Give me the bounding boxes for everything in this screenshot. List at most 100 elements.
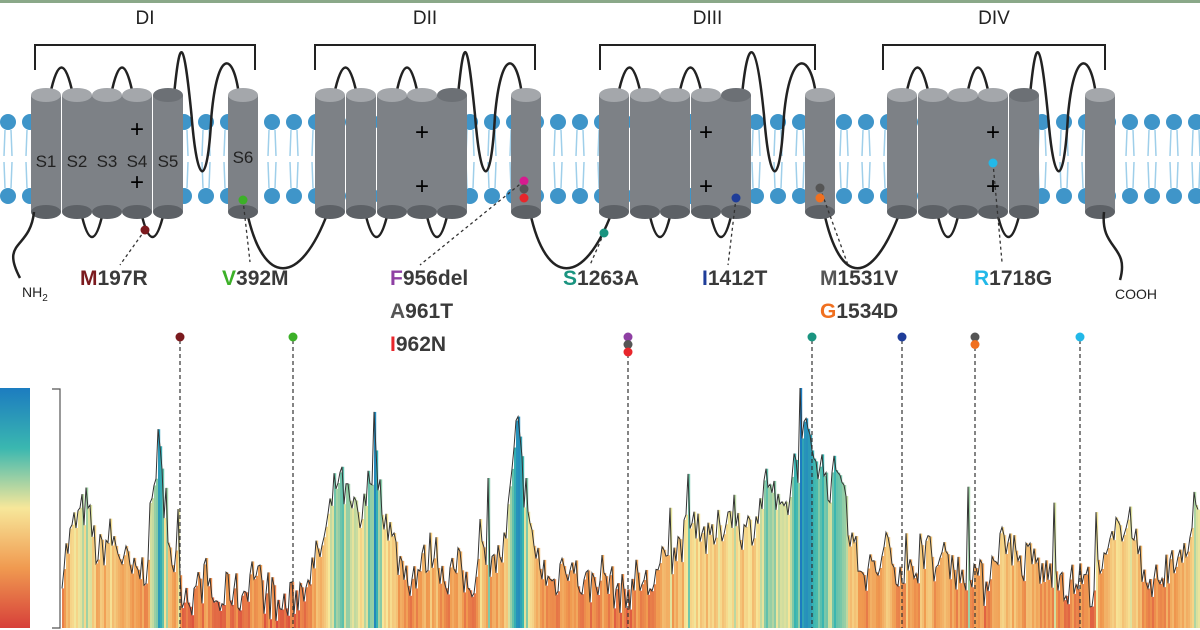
profile-bar bbox=[210, 578, 213, 628]
profile-bar bbox=[956, 589, 959, 628]
lipid-tail bbox=[839, 161, 849, 189]
domain-label: DII bbox=[413, 8, 437, 29]
profile-bar bbox=[330, 498, 333, 628]
profile-bar bbox=[68, 553, 71, 628]
profile-bar bbox=[1176, 566, 1179, 628]
helix-body bbox=[407, 95, 437, 212]
profile-bar bbox=[208, 586, 211, 628]
helix-top bbox=[62, 88, 92, 102]
mutation-position-change: 1531V bbox=[838, 267, 899, 290]
profile-bar bbox=[732, 528, 735, 628]
leader-line bbox=[992, 162, 1003, 263]
profile-bar bbox=[768, 487, 771, 628]
profile-bar bbox=[222, 603, 225, 628]
profile-bar bbox=[428, 570, 431, 628]
helix-body bbox=[948, 95, 978, 212]
profile-bar bbox=[178, 509, 181, 628]
helix-body bbox=[887, 95, 917, 212]
helix-s1 bbox=[315, 88, 345, 219]
profile-bar bbox=[452, 558, 455, 628]
profile-bar bbox=[1194, 491, 1197, 628]
intracellular-linker bbox=[528, 211, 614, 270]
profile-bars bbox=[62, 388, 1200, 628]
profile-bar bbox=[1138, 554, 1141, 628]
profile-bar bbox=[160, 446, 163, 628]
profile-bar bbox=[306, 587, 309, 628]
extracellular-loop bbox=[332, 51, 524, 238]
helix-body bbox=[660, 95, 690, 212]
intracellular-linker bbox=[245, 211, 330, 270]
profile-bar bbox=[1156, 564, 1159, 628]
profile-bar bbox=[880, 567, 883, 628]
profile-bar bbox=[652, 591, 655, 628]
profile-bar bbox=[766, 468, 769, 628]
profile-bar bbox=[434, 558, 437, 628]
lipid-head bbox=[792, 114, 808, 130]
profile-bar bbox=[364, 493, 367, 628]
profile-bar bbox=[528, 511, 531, 628]
profile-bar bbox=[156, 478, 159, 628]
profile-bar bbox=[596, 586, 599, 628]
lipid-head bbox=[1122, 114, 1138, 130]
profile-bar bbox=[130, 564, 133, 628]
profile-bar bbox=[1124, 534, 1127, 628]
profile-bar bbox=[232, 604, 235, 628]
lipid-tail bbox=[267, 161, 277, 189]
position-dot bbox=[288, 332, 298, 342]
mutation-site-marker bbox=[519, 176, 529, 186]
profile-bar bbox=[432, 567, 435, 628]
profile-bar bbox=[714, 544, 717, 628]
profile-bar bbox=[290, 582, 293, 628]
profile-bar bbox=[656, 569, 659, 628]
profile-bar bbox=[338, 483, 341, 628]
profile-bar bbox=[626, 607, 629, 628]
helix-body bbox=[918, 95, 948, 212]
mutation-label: I962N bbox=[390, 333, 446, 356]
helix-bottom bbox=[805, 205, 835, 219]
profile-bar bbox=[820, 466, 823, 628]
mutation-site-marker bbox=[815, 193, 825, 203]
lipid-head bbox=[792, 188, 808, 204]
helix-bottom bbox=[62, 205, 92, 219]
profile-bar bbox=[562, 558, 565, 628]
profile-bar bbox=[158, 429, 161, 628]
position-marker bbox=[623, 332, 633, 628]
profile-bar bbox=[1000, 533, 1003, 628]
profile-bar bbox=[1170, 559, 1173, 628]
profile-bar bbox=[132, 573, 135, 628]
profile-bar bbox=[602, 554, 605, 628]
profile-bar bbox=[230, 600, 233, 628]
helix-bottom bbox=[228, 205, 258, 219]
profile-bar bbox=[1016, 550, 1019, 628]
profile-bar bbox=[1064, 600, 1067, 628]
profile-bar bbox=[696, 538, 699, 628]
profile-bar bbox=[870, 554, 873, 628]
profile-bar bbox=[742, 549, 745, 628]
profile-bar bbox=[506, 538, 509, 628]
profile-bar bbox=[1174, 573, 1177, 628]
position-dot bbox=[1075, 332, 1085, 342]
profile-bar bbox=[422, 553, 425, 628]
helix-bottom bbox=[599, 205, 629, 219]
profile-bar bbox=[918, 583, 921, 628]
profile-bar bbox=[136, 566, 139, 628]
helix-top bbox=[122, 88, 152, 102]
helix-top bbox=[511, 88, 541, 102]
helix-bottom bbox=[887, 205, 917, 219]
profile-bar bbox=[830, 502, 833, 628]
profile-bar bbox=[1164, 587, 1167, 628]
helix-top bbox=[92, 88, 122, 102]
helix-body bbox=[1085, 95, 1115, 212]
profile-bar bbox=[772, 492, 775, 628]
profile-bar bbox=[304, 601, 307, 628]
profile-bar bbox=[446, 588, 449, 628]
profile-bar bbox=[386, 513, 389, 628]
profile-bar bbox=[128, 551, 131, 628]
helix-top bbox=[228, 88, 258, 102]
mutation-label: V392M bbox=[222, 267, 289, 290]
profile-bar bbox=[184, 602, 187, 628]
mutation-wildtype-residue: G bbox=[820, 300, 836, 323]
helix-s3 bbox=[660, 88, 690, 219]
mutation-wildtype-residue: I bbox=[702, 267, 708, 290]
